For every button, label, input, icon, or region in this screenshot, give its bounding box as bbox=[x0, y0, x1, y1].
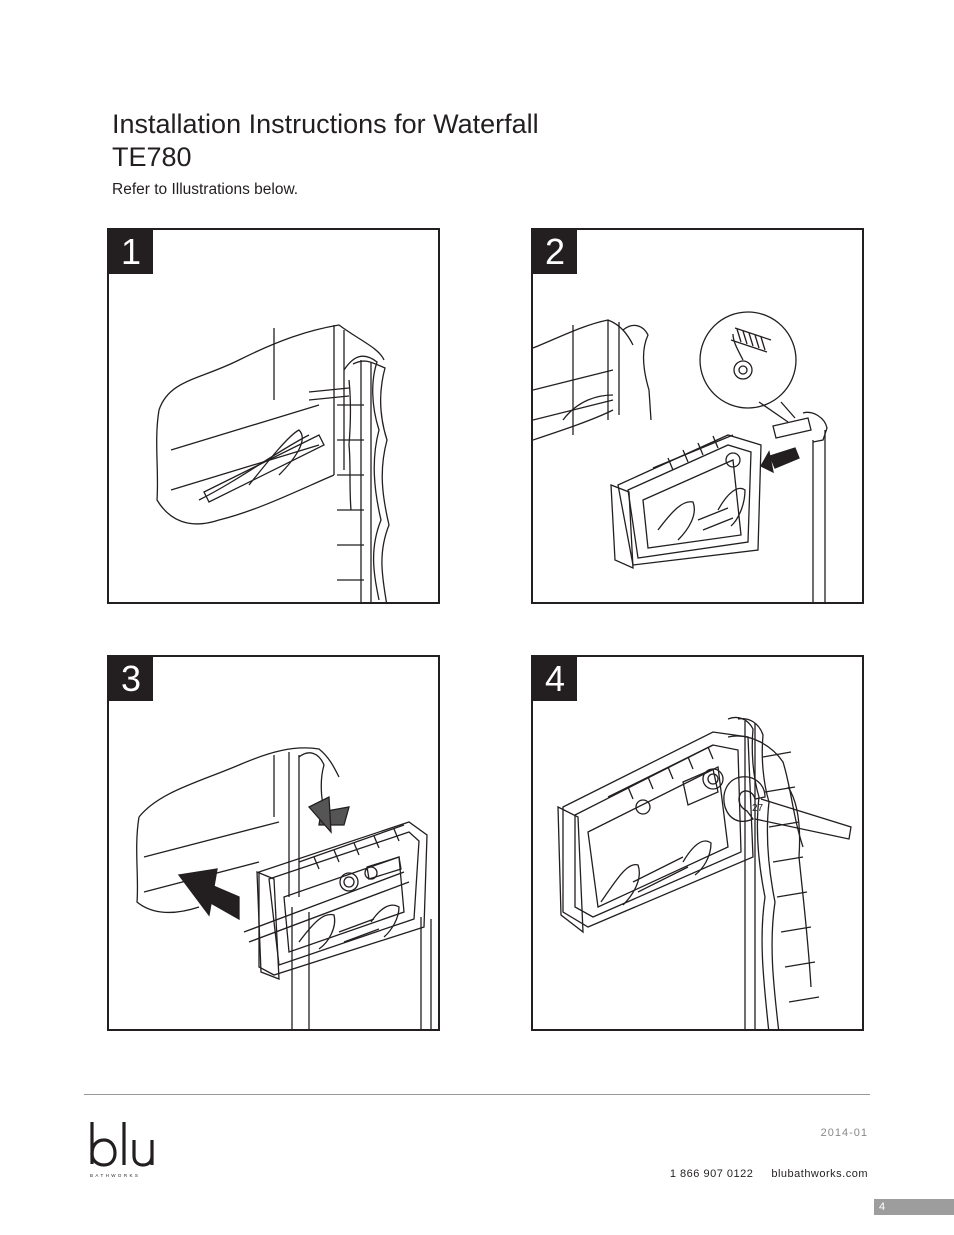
page-number: 4 bbox=[874, 1199, 954, 1215]
step-3-panel: 3 bbox=[107, 655, 440, 1031]
page-title: Installation Instructions for Waterfall … bbox=[112, 108, 539, 174]
brand-subtitle: BATHWORKS bbox=[90, 1173, 141, 1178]
step-4-panel: 27 4 bbox=[531, 655, 864, 1031]
footer-divider bbox=[84, 1094, 870, 1095]
step-3-illustration bbox=[136, 747, 432, 1029]
step-1-illustration bbox=[156, 324, 390, 602]
page-subtitle: Refer to Illustrations below. bbox=[112, 181, 299, 198]
phone-number: 1 866 907 0122 bbox=[669, 1168, 754, 1180]
step-4-number: 4 bbox=[533, 657, 577, 701]
step-2-number: 2 bbox=[533, 230, 577, 274]
wrench-size-label: 27 bbox=[752, 803, 764, 814]
contact-info: 1 866 907 0122 blubathworks.com bbox=[670, 1168, 868, 1180]
step-4-illustration bbox=[557, 716, 852, 1029]
brand-logo: BATHWORKS bbox=[88, 1120, 160, 1182]
title-line-2: TE780 bbox=[112, 142, 192, 172]
step-3-number: 3 bbox=[109, 657, 153, 701]
step-1-panel: 1 bbox=[107, 228, 440, 604]
blu-logo-mark bbox=[90, 1122, 154, 1167]
step-1-number: 1 bbox=[109, 230, 153, 274]
title-line-1: Installation Instructions for Waterfall bbox=[112, 109, 539, 139]
document-date: 2014-01 bbox=[820, 1127, 868, 1139]
step-2-panel: 2 bbox=[531, 228, 864, 604]
website-link[interactable]: blubathworks.com bbox=[771, 1168, 868, 1180]
step-2-illustration bbox=[533, 311, 828, 602]
